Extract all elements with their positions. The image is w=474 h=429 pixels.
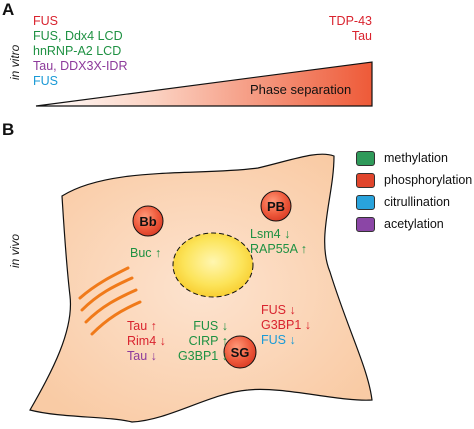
sg-annotation: Rim4 ↓ — [127, 334, 166, 349]
bb-annotation: Buc ↑ — [130, 246, 161, 261]
arrow-icon: ↑ — [221, 334, 228, 348]
arrow-icon: ↓ — [289, 303, 296, 317]
protein-name: FUS — [261, 303, 286, 317]
pb-annotation-list: Lsm4 ↓ RAP55A ↑ — [250, 227, 307, 257]
protein-name: Lsm4 — [250, 227, 281, 241]
protein-name: Tau — [127, 319, 148, 333]
pb-annotation: RAP55A ↑ — [250, 242, 307, 257]
arrow-icon: ↓ — [221, 319, 228, 333]
legend-swatch — [356, 216, 375, 232]
granule-pb: PB — [260, 190, 292, 222]
panel-a-letter: A — [2, 0, 15, 19]
legend-item-methylation: methylation — [356, 150, 448, 166]
protein-name: FUS — [261, 333, 286, 347]
arrow-icon: ↓ — [159, 334, 166, 348]
protein-name: CIRP — [188, 334, 219, 348]
sg-annotation: FUS ↓ — [168, 319, 228, 334]
left-label: Tau, DDX3X-IDR — [33, 59, 128, 73]
protein-name: Rim4 — [127, 334, 157, 348]
sg-annotation: Tau ↑ — [127, 319, 166, 334]
pb-annotation: Lsm4 ↓ — [250, 227, 307, 242]
sg-annotation: Tau ↓ — [127, 349, 166, 364]
granule-sg: SG — [223, 335, 257, 369]
legend-label: acetylation — [384, 217, 444, 231]
left-label: FUS — [33, 74, 58, 88]
granule-bb: Bb — [132, 205, 164, 237]
left-label: hnRNP-A2 LCD — [33, 44, 122, 58]
protein-name: G3BP1 — [261, 318, 302, 332]
granule-bb-label: Bb — [139, 214, 156, 229]
arrow-icon: ↓ — [304, 318, 312, 332]
nucleus — [172, 232, 254, 298]
protein-name: Tau — [127, 349, 148, 363]
legend-item-acetylation: acetylation — [356, 216, 444, 232]
left-label: FUS, Ddx4 LCD — [33, 29, 123, 43]
arrow-icon: ↑ — [150, 319, 157, 333]
sg-annotation: FUS ↓ — [261, 333, 311, 348]
sg-annotation: G3BP1 ↓ — [261, 318, 311, 333]
legend-swatch — [356, 150, 375, 166]
legend-label: phosphorylation — [384, 173, 473, 187]
arrow-icon: ↓ — [284, 227, 291, 241]
protein-name: Buc — [130, 246, 152, 260]
right-label-list: TDP-43 Tau — [312, 14, 372, 44]
legend-item-phosphorylation: phosphorylation — [356, 172, 472, 188]
wedge-triangle — [35, 61, 373, 107]
legend-label: citrullination — [384, 195, 451, 209]
sg-right-annotation-list: FUS ↓ G3BP1 ↓ FUS ↓ — [261, 303, 311, 348]
right-label: Tau — [351, 29, 372, 43]
sg-middle-annotation-list: FUS ↓ CIRP ↑ G3BP1 ↓ — [168, 319, 228, 364]
left-label-list: FUS FUS, Ddx4 LCD hnRNP-A2 LCD Tau, DDX3… — [33, 14, 127, 89]
protein-name: FUS — [193, 319, 219, 333]
granule-pb-label: PB — [267, 199, 285, 214]
phase-separation-wedge — [35, 61, 373, 107]
sg-annotation: CIRP ↑ — [168, 334, 228, 349]
left-label: FUS — [33, 14, 58, 28]
granule-sg-label: SG — [231, 345, 250, 360]
arrow-icon: ↓ — [150, 349, 157, 363]
arrow-icon: ↓ — [289, 333, 296, 347]
sg-left-annotation-list: Tau ↑ Rim4 ↓ Tau ↓ — [127, 319, 166, 364]
legend-label: methylation — [384, 151, 448, 165]
protein-name: RAP55A — [250, 242, 298, 256]
arrow-icon: ↑ — [300, 242, 307, 256]
endoplasmic-reticulum-lines — [78, 266, 142, 336]
sg-annotation: G3BP1 ↓ — [168, 349, 228, 364]
wedge-label: Phase separation — [250, 82, 352, 97]
sg-annotation: FUS ↓ — [261, 303, 311, 318]
right-label: TDP-43 — [328, 14, 372, 28]
legend-swatch — [356, 172, 375, 188]
panel-b-letter: B — [2, 120, 15, 139]
legend-item-citrullination: citrullination — [356, 194, 450, 210]
legend-swatch — [356, 194, 375, 210]
arrow-icon: ↑ — [155, 246, 162, 260]
protein-name: G3BP1 — [177, 349, 219, 363]
arrow-icon: ↓ — [221, 349, 228, 363]
